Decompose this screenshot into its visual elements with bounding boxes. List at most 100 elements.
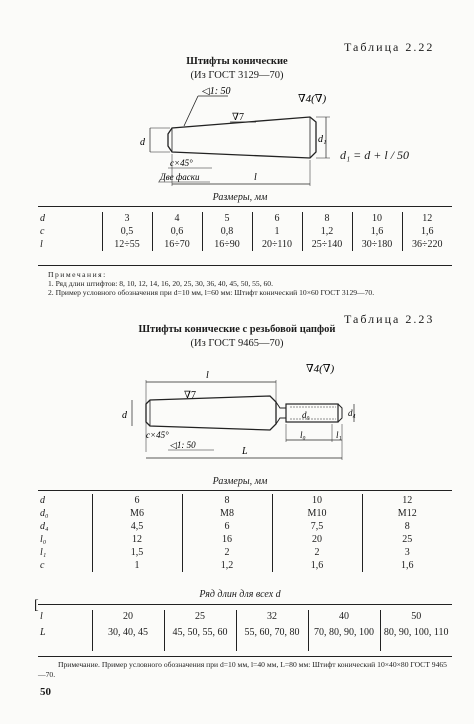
taper-label-2: ◁1: 50 xyxy=(170,440,196,450)
table-row: c 1 1,2 1,6 1,6 xyxy=(38,559,452,572)
table-row: d₀ M6 M8 M10 M12 xyxy=(38,507,452,520)
roughness-main: ∇4(∇) xyxy=(298,93,327,105)
cell: 6 xyxy=(251,212,302,225)
dim-l0: l₀ xyxy=(300,430,306,440)
cell: 20 xyxy=(271,533,362,546)
cell: M6 xyxy=(91,507,182,520)
lengths-table-top-rule xyxy=(38,604,452,605)
cell: 30, 40, 45 xyxy=(91,623,164,651)
row-label: l₀ xyxy=(40,534,47,545)
cell: 1 xyxy=(251,225,302,238)
cell: 10 xyxy=(351,212,402,225)
row-label: l xyxy=(40,611,43,622)
cell: 55, 60, 70, 80 xyxy=(235,623,308,651)
lengths-table-bottom-rule xyxy=(38,656,452,657)
section-title-conical-pins: Штифты конические xyxy=(186,56,288,67)
cell: 5 xyxy=(201,212,252,225)
cell: 7,5 xyxy=(271,520,362,533)
cell: 25÷140 xyxy=(301,238,352,251)
cell: 12 xyxy=(361,494,452,507)
cell: 40 xyxy=(307,610,380,623)
table-2-22: d 3 4 5 6 8 10 12 c 0,5 0,6 0,8 1 1,2 1,… xyxy=(38,212,452,251)
cell: 10 xyxy=(271,494,362,507)
cell: 45, 50, 55, 60 xyxy=(163,623,236,651)
chamfer-label: c×45° xyxy=(170,158,193,168)
cell: 8 xyxy=(181,494,272,507)
cell: 8 xyxy=(361,520,452,533)
row-label: d xyxy=(40,213,45,224)
drawing-conical-pin: ◁1: 50 ∇4(∇) ∇7 d d₁ c×45° Две фаски l xyxy=(140,86,330,186)
cell: 1,6 xyxy=(351,225,402,238)
cell: 4,5 xyxy=(91,520,182,533)
cell: 3 xyxy=(361,546,452,559)
chamfer-note: Две фаски xyxy=(159,172,200,182)
cell: 3 xyxy=(101,212,152,225)
row-label: d xyxy=(40,495,45,506)
row-label: l xyxy=(40,239,43,250)
dim-d-2: d xyxy=(122,410,128,421)
cell: 8 xyxy=(301,212,352,225)
cell: 0,5 xyxy=(101,225,152,238)
cell: M12 xyxy=(361,507,452,520)
dim-d1: d₁ xyxy=(318,134,326,145)
dim-l1: l₁ xyxy=(336,430,342,440)
table-label-2-22: Таблица 2.22 xyxy=(344,40,435,54)
chamfer-label-2: c×45° xyxy=(146,430,169,440)
formula-d1: d₁ = d + l / 50 xyxy=(340,148,410,162)
section-subtitle-gost-3129: (Из ГОСТ 3129—70) xyxy=(190,70,284,81)
cell: 20 xyxy=(91,610,164,623)
table-2-23: d 6 8 10 12 d₀ M6 M8 M10 M12 d₄ 4,5 6 7,… xyxy=(38,494,452,572)
table-row: l 12÷55 16÷70 16÷90 20÷110 25÷140 30÷180… xyxy=(38,238,452,251)
table-row: d 6 8 10 12 xyxy=(38,494,452,507)
cell: 4 xyxy=(151,212,202,225)
dim-d0: d₀ xyxy=(302,410,310,420)
dim-d4: d₄ xyxy=(348,408,356,418)
table-row: l 20 25 32 40 50 xyxy=(38,610,452,623)
roughness-surface-2: ∇7 xyxy=(184,390,196,401)
notes-title: Примечания: xyxy=(48,270,107,279)
taper-label: ◁1: 50 xyxy=(202,86,231,97)
cell: 70, 80, 90, 100 xyxy=(307,623,380,651)
table-row: d₄ 4,5 6 7,5 8 xyxy=(38,520,452,533)
note-2: 2. Пример условного обозначения при d=10… xyxy=(48,288,375,297)
cell: 0,6 xyxy=(151,225,202,238)
row-label: d₄ xyxy=(40,521,49,532)
drawing-threaded-pin: ∇4(∇) l ∇7 d d₀ d₄ l₀ l₁ c×45° ◁1: 50 L xyxy=(122,363,356,460)
table-row: d 3 4 5 6 8 10 12 xyxy=(38,212,452,225)
cell: 36÷220 xyxy=(401,238,452,251)
section-subtitle-gost-9465: (Из ГОСТ 9465—70) xyxy=(190,338,284,349)
row-label: L xyxy=(40,627,46,638)
cell: M8 xyxy=(181,507,272,520)
table-row: l₀ 12 16 20 25 xyxy=(38,533,452,546)
cell: 1,5 xyxy=(91,546,182,559)
section-title-threaded-pins: Штифты конические с резьбовой цапфой xyxy=(138,324,336,335)
cell: M10 xyxy=(271,507,362,520)
row-label: d₀ xyxy=(40,508,49,519)
cell: 6 xyxy=(181,520,272,533)
cell: 32 xyxy=(235,610,308,623)
cell: 2 xyxy=(271,546,362,559)
cell: 80, 90, 100, 110 xyxy=(379,623,452,651)
cell: 1,6 xyxy=(271,559,362,572)
cell: 1,6 xyxy=(361,559,452,572)
cell: 16÷70 xyxy=(151,238,202,251)
cell: 1,2 xyxy=(301,225,352,238)
cell: 1 xyxy=(91,559,182,572)
cell: 25 xyxy=(361,533,452,546)
cell: 0,8 xyxy=(201,225,252,238)
table-row: c 0,5 0,6 0,8 1 1,2 1,6 1,6 xyxy=(38,225,452,238)
table-2-22-top-rule xyxy=(38,206,452,207)
roughness-main-2: ∇4(∇) xyxy=(306,363,335,375)
row-label: l₁ xyxy=(40,547,47,558)
cell: 2 xyxy=(181,546,272,559)
sizes-caption-2-23: Размеры, мм xyxy=(212,476,268,487)
dim-L: L xyxy=(241,446,248,457)
lengths-caption: Ряд длин для всех d xyxy=(199,589,281,600)
cell: 20÷110 xyxy=(251,238,302,251)
cell: 30÷180 xyxy=(351,238,402,251)
dim-l-2: l xyxy=(206,370,209,381)
dim-d: d xyxy=(140,137,146,148)
cell: 12 xyxy=(401,212,452,225)
cell: 1,2 xyxy=(181,559,272,572)
roughness-surface: ∇7 xyxy=(232,112,244,123)
